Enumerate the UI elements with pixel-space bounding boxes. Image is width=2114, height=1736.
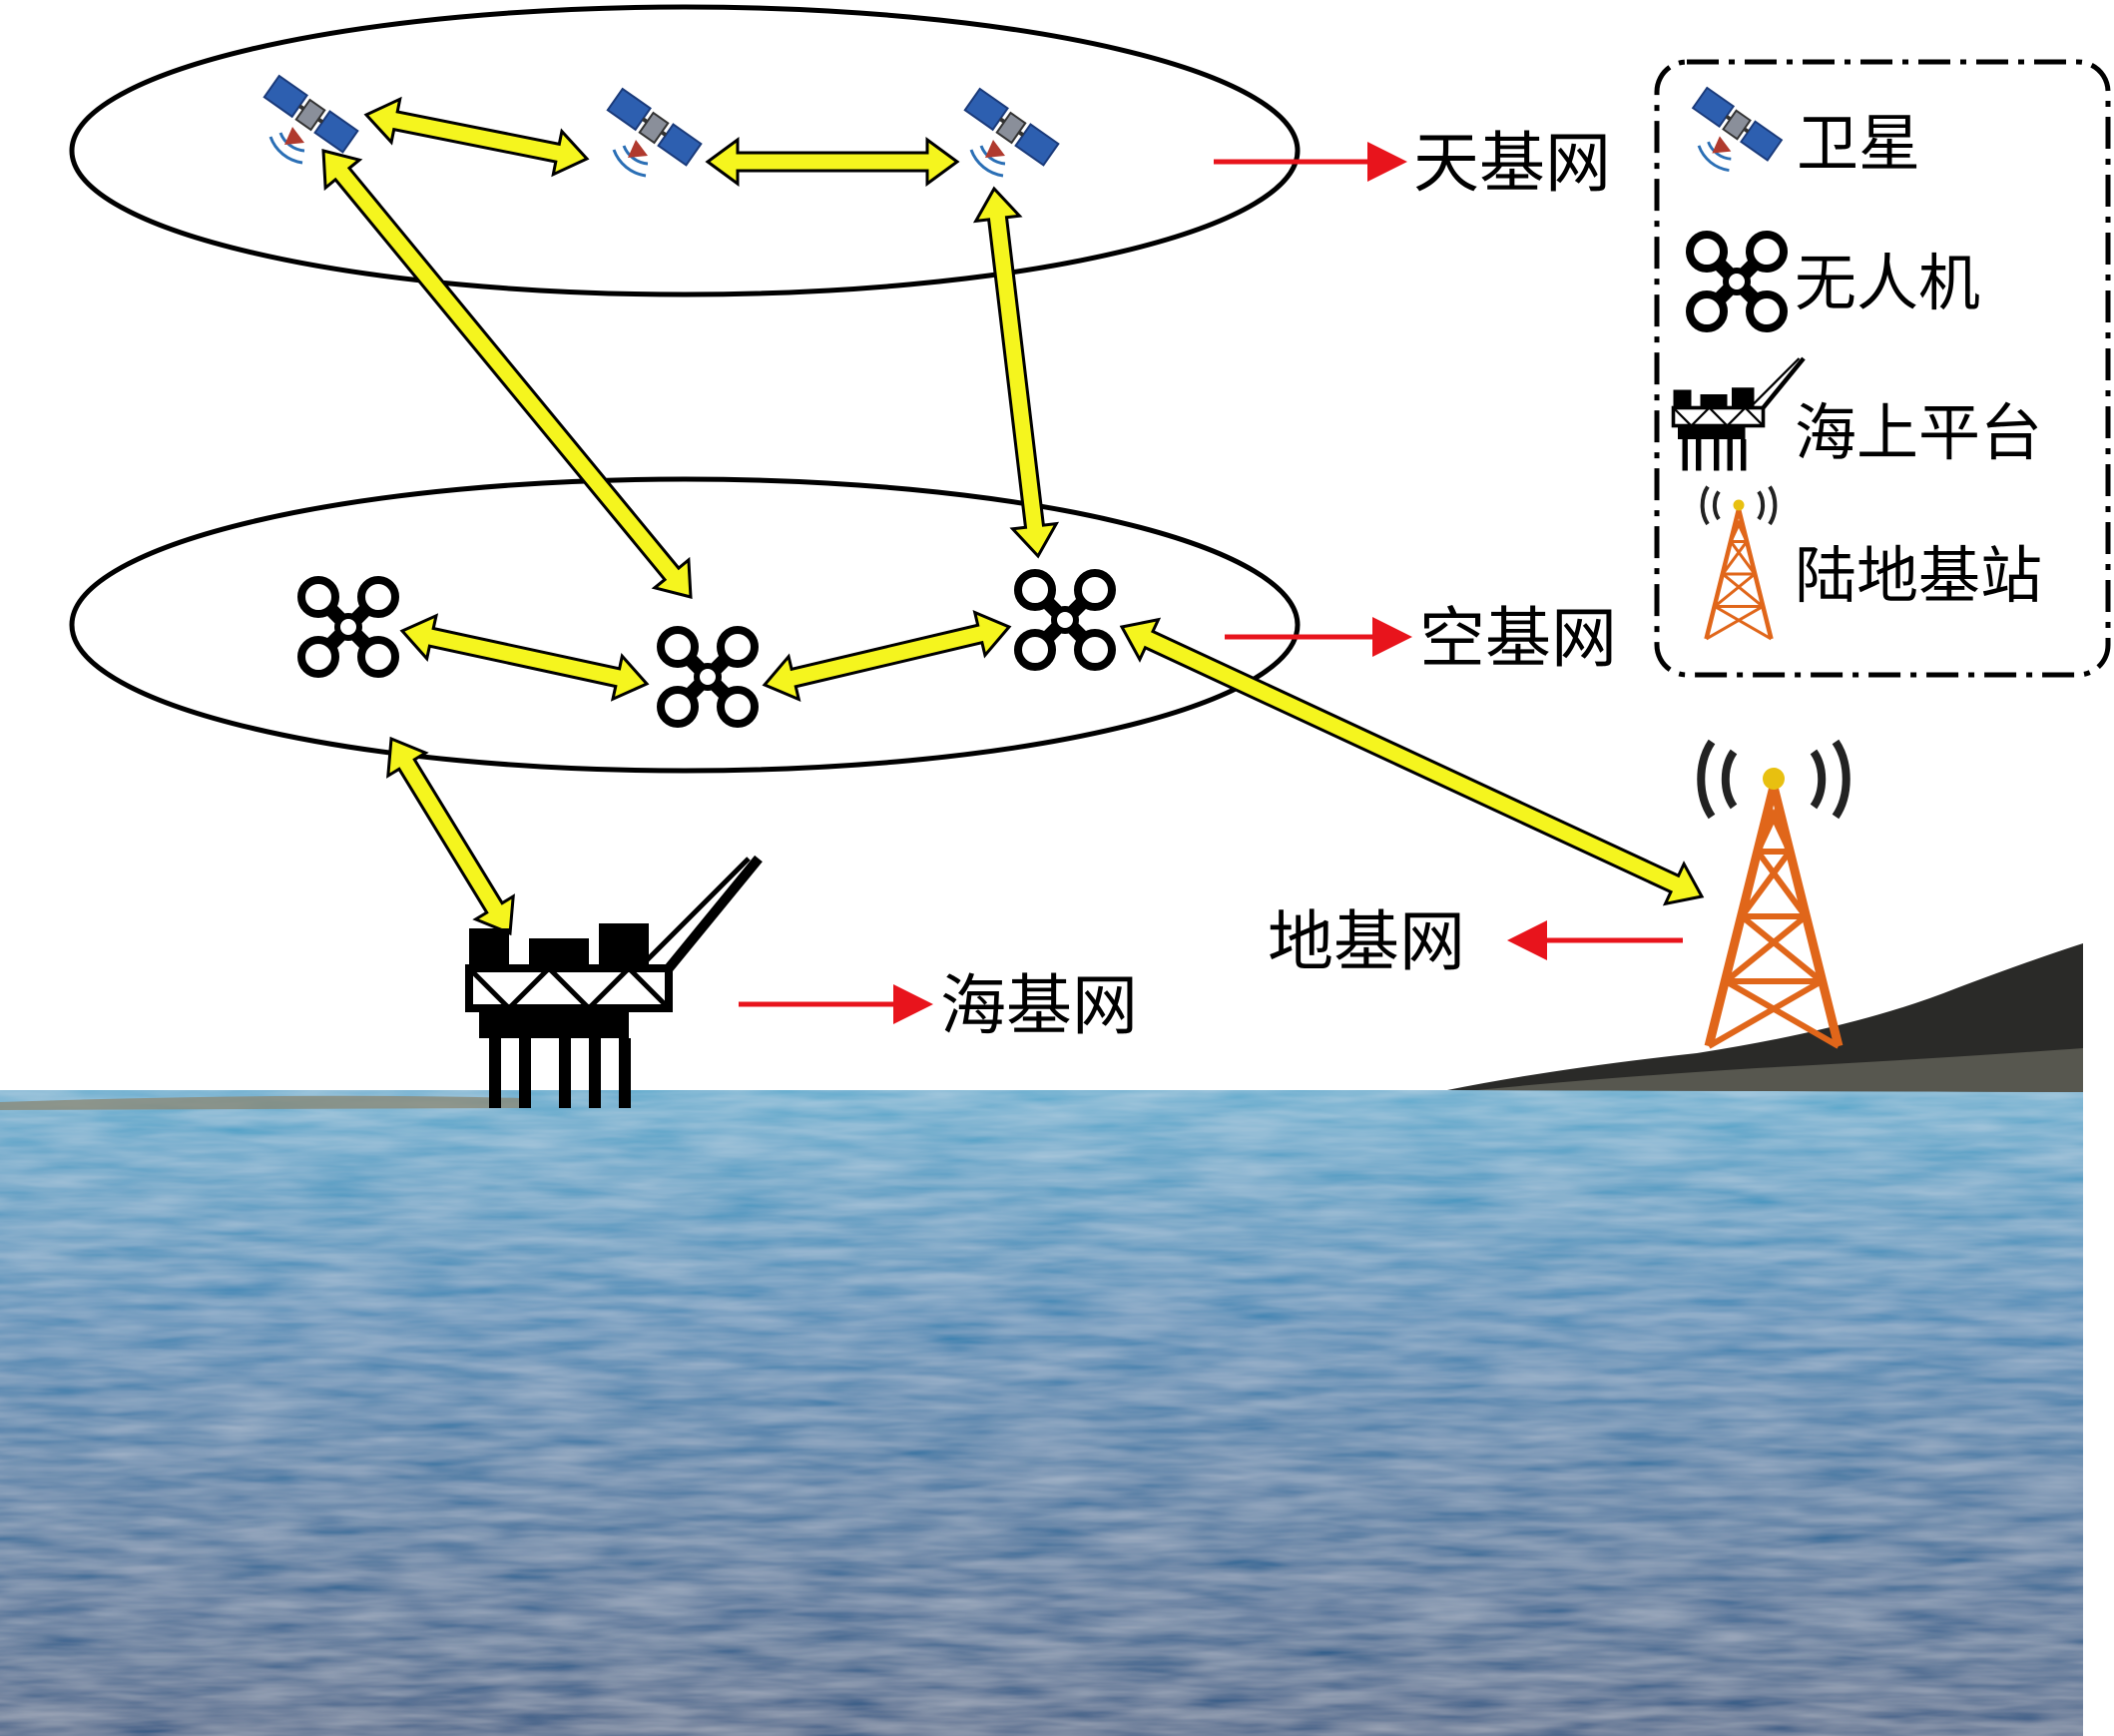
link-arrow [386, 736, 515, 936]
link-arrow [363, 96, 590, 178]
satellite-icon [605, 87, 704, 178]
legend-drone-label: 无人机 [1795, 247, 1980, 319]
air-network-label: 空基网 [1419, 600, 1617, 677]
legend-base-station-icon [1703, 487, 1776, 640]
label-pointers [739, 142, 1683, 1024]
drone-icon [661, 630, 755, 724]
link-arrow [972, 186, 1060, 559]
drone-icon [1018, 573, 1112, 667]
air-layer-ellipse [69, 476, 1301, 774]
satellite-icon [962, 87, 1061, 178]
sea-network-label: 海基网 [940, 967, 1138, 1044]
link-arrow [399, 613, 650, 702]
link-arrows [321, 96, 1705, 936]
link-arrow [321, 149, 693, 599]
ground-network-label: 地基网 [1268, 903, 1465, 980]
link-arrow [705, 137, 960, 187]
link-arrow [1119, 617, 1705, 906]
legend-platform-icon [1674, 358, 1805, 471]
legend: 卫星 无人机 海上平台 陆地基站 [1654, 59, 2111, 678]
space-network-label: 天基网 [1413, 125, 1611, 202]
legend-satellite-label: 卫星 [1797, 107, 1920, 180]
legend-platform-label: 海上平台 [1795, 396, 2042, 469]
satellite-icon [262, 74, 360, 165]
drone-icon [301, 580, 395, 674]
base-station-tower-icon [1701, 742, 1846, 1046]
ocean-background [0, 943, 2083, 1736]
legend-drone-icon [1690, 235, 1784, 328]
space-layer-ellipse [69, 4, 1301, 297]
link-arrow [762, 609, 1012, 703]
legend-satellite-icon [1691, 86, 1784, 173]
legend-base-station-label: 陆地基站 [1795, 539, 2042, 612]
